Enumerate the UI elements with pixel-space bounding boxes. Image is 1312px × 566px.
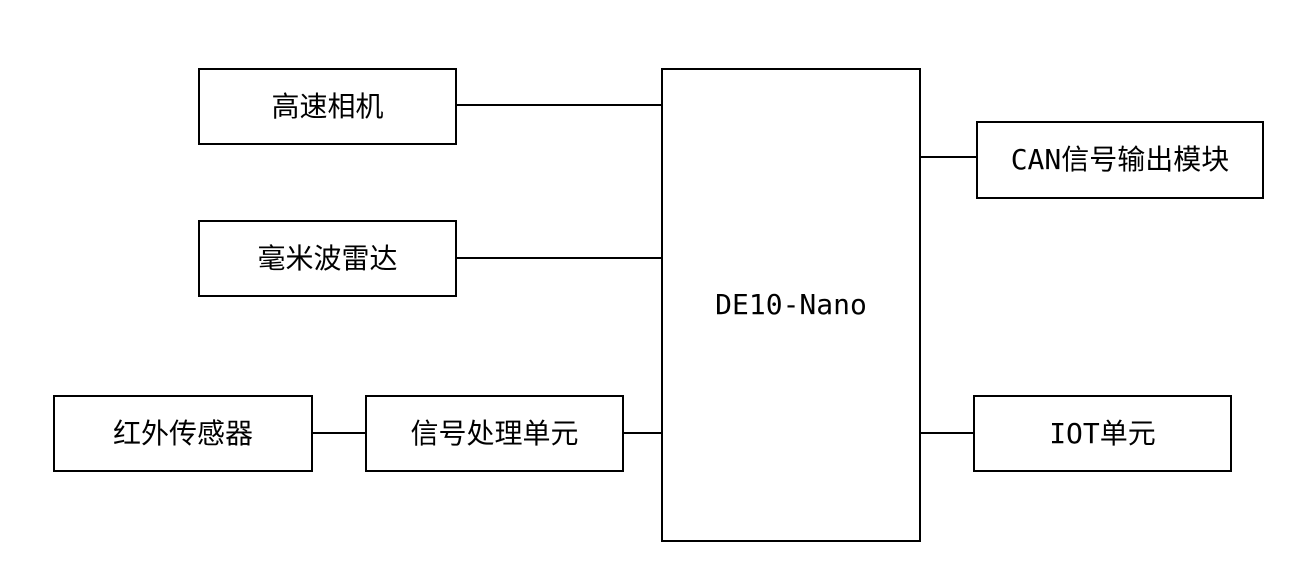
radar-box: 毫米波雷达 bbox=[198, 220, 457, 297]
signal-processing-label: 信号处理单元 bbox=[410, 416, 579, 450]
iot-unit-box: IOT单元 bbox=[973, 395, 1232, 472]
signal-processing-box: 信号处理单元 bbox=[365, 395, 624, 472]
camera-label: 高速相机 bbox=[271, 89, 384, 123]
radar-label: 毫米波雷达 bbox=[257, 241, 398, 275]
iot-unit-label: IOT单元 bbox=[1049, 416, 1156, 450]
can-module-label: CAN信号输出模块 bbox=[1010, 143, 1230, 176]
infrared-sensor-box: 红外传感器 bbox=[53, 395, 313, 472]
connector-core-to-iot-unit bbox=[919, 432, 974, 434]
connector-camera-to-core bbox=[456, 104, 662, 106]
camera-box: 高速相机 bbox=[198, 68, 457, 145]
connector-infrared-to-signal-processing bbox=[312, 432, 366, 434]
connector-radar-to-core bbox=[456, 257, 662, 259]
connector-core-to-can-module bbox=[919, 156, 977, 158]
core-processor-label: DE10-Nano bbox=[715, 288, 867, 321]
infrared-sensor-label: 红外传感器 bbox=[112, 416, 253, 450]
core-processor-box: DE10-Nano bbox=[661, 68, 921, 542]
can-module-box: CAN信号输出模块 bbox=[976, 121, 1264, 199]
connector-signal-processing-to-core bbox=[623, 432, 662, 434]
